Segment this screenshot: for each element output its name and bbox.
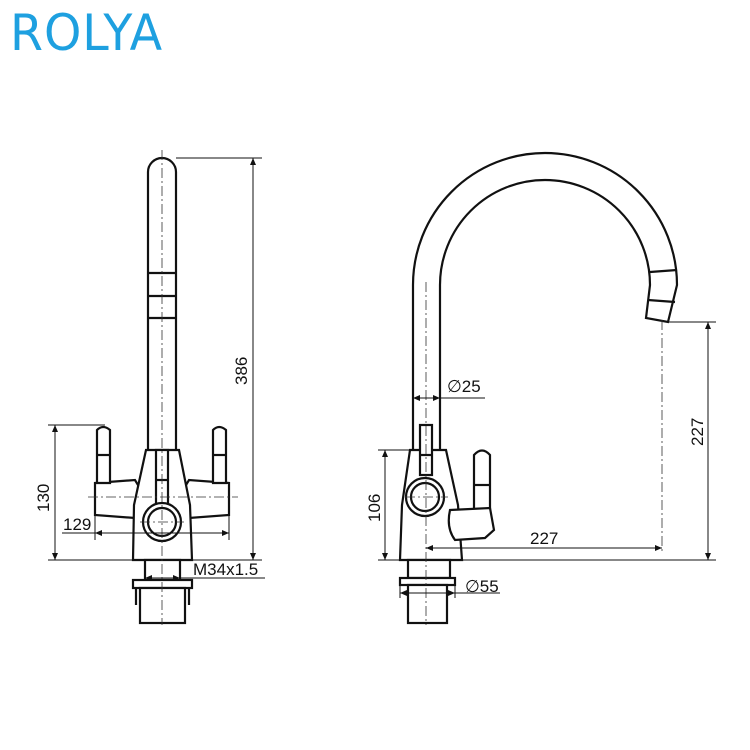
side-gooseneck: [411, 151, 679, 457]
dim-spout-diameter: ∅25: [447, 377, 481, 396]
dim-106: 106: [365, 494, 384, 522]
front-thread: [143, 558, 182, 582]
dim-thread: M34x1.5: [193, 560, 258, 579]
dim-reach-227: 227: [530, 529, 558, 548]
dim-386: 386: [232, 357, 251, 385]
side-view: [398, 151, 679, 625]
side-handle: [472, 449, 492, 517]
side-dimensions: ∅25 106 227 227 ∅55: [365, 321, 716, 598]
dim-base-diameter: ∅55: [465, 577, 499, 596]
dim-129: 129: [63, 515, 91, 534]
side-handle-boss: [447, 506, 496, 542]
front-dimensions: 386 130 129 M34x1.5: [34, 157, 265, 581]
side-mount: [406, 583, 449, 625]
brand-logo: ROLYA: [10, 4, 164, 62]
front-mount: [138, 586, 187, 625]
dim-130: 130: [34, 484, 53, 512]
dim-spout-height-227: 227: [688, 418, 707, 446]
front-view: [88, 150, 238, 625]
